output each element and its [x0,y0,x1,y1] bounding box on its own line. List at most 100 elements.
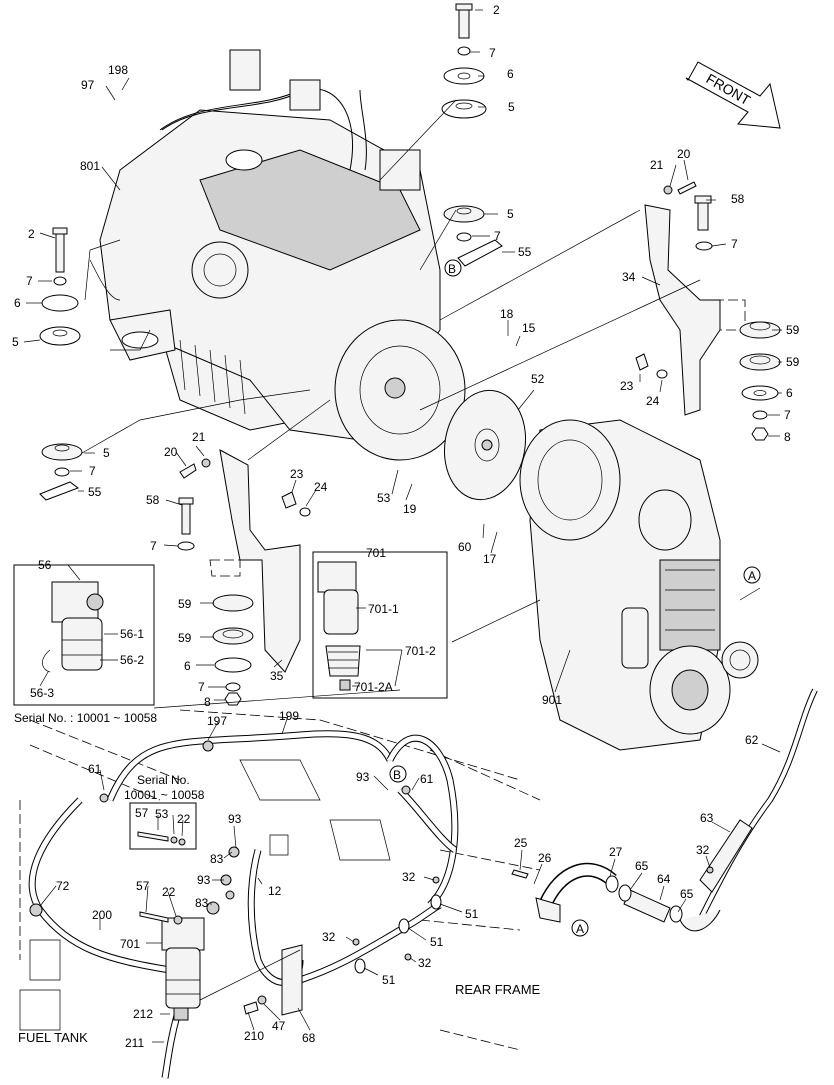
callout: 83 [195,896,209,910]
callout: 5 [508,100,515,114]
marker-a-trans: A [748,569,756,583]
serial-label: Serial No. : 10001 ~ 10058 [14,711,157,725]
callout: 21 [650,158,664,172]
callout: 34 [622,270,636,284]
callout: 6 [786,386,793,400]
callout: 6 [507,67,514,81]
callout: 56 [38,558,52,572]
serial-range-label: 10001 ~ 10058 [124,788,205,802]
callout: 62 [745,733,759,747]
callout: 57 [136,879,150,893]
callout: 55 [518,245,532,259]
callout: 701 [120,937,140,951]
callout: 701-1 [368,602,399,616]
callout: 65 [635,859,649,873]
inset-serial-box [129,802,197,850]
callout: 701 [366,546,386,560]
callout: 212 [133,1007,153,1021]
inset-filter-callouts: 56 56-1 56-2 56-3 Serial No. : 10001 ~ 1… [14,558,157,725]
bracket-68 [281,944,303,1016]
callout: 97 [81,78,95,92]
callout: 701-2A [354,680,393,694]
callout: 210 [244,1029,264,1043]
callout: 20 [677,147,691,161]
callout: 57 [135,806,149,820]
callout: 59 [178,597,192,611]
callout: 5 [103,446,110,460]
callout: 53 [155,807,169,821]
callout: 701-2 [405,644,436,658]
callout: 6 [184,659,191,673]
callout: 27 [609,845,623,859]
callout: 7 [784,408,791,422]
callout: 5 [507,207,514,221]
serial-no-label: Serial No. [137,773,190,787]
callout: 32 [322,930,336,944]
callout: 61 [88,762,102,776]
callout: 26 [538,851,552,865]
callout: 15 [522,321,536,335]
callout: 47 [272,1019,286,1033]
callout: 58 [146,493,160,507]
left-mount-stack [39,227,81,346]
callout: 18 [500,307,514,321]
callout: 23 [290,467,304,481]
callout: 32 [418,956,432,970]
callout: 200 [92,908,112,922]
callout: 23 [620,379,634,393]
callout: 5 [12,335,19,349]
area-labels: FUEL TANK REAR FRAME [18,982,541,1045]
callout: 51 [430,935,444,949]
callout: 59 [786,323,800,337]
callout: 32 [402,870,416,884]
callout: 7 [26,274,33,288]
callout: 61 [420,772,434,786]
leader-lines [23,9,782,1043]
callout: 51 [465,907,479,921]
small-fittings [29,740,714,1015]
fuel-filter-701 [161,917,205,1021]
callout: 22 [177,812,191,826]
callout: 2 [493,3,500,17]
callout: 93 [228,812,242,826]
flex-plate [443,389,527,501]
callout: 93 [197,873,211,887]
inset-filter-56 [13,564,155,706]
callout: 7 [731,237,738,251]
callout: 32 [696,843,710,857]
front-arrow: FRONT [685,61,781,129]
callout: 56-1 [120,627,144,641]
callout: 7 [89,464,96,478]
callout: 6 [14,296,21,310]
callout: 24 [646,394,660,408]
callout: 56-3 [30,686,54,700]
rear-frame-label: REAR FRAME [455,982,541,997]
transmission-assembly [519,419,759,751]
callout: 197 [207,714,227,728]
callout: 55 [88,485,102,499]
callout: 199 [279,709,299,723]
callout: 51 [382,973,396,987]
callout: 59 [786,355,800,369]
reference-markers: B B A A [389,259,761,937]
inset-filter-701 [312,551,448,699]
callout: 83 [210,852,224,866]
inset-701-callouts: 701 701-1 701-2 701-2A [354,546,436,694]
callout: 21 [192,430,206,444]
callout: 7 [150,539,157,553]
top-mount-stack [441,3,487,119]
callout: 65 [680,887,694,901]
callout: 8 [784,430,791,444]
right-mount-stack [443,205,503,267]
callout: 8 [204,695,211,709]
callout: 198 [108,63,128,77]
callout: 20 [164,445,178,459]
chassis-frame [19,709,541,1051]
engine-callouts: 2 7 6 5 198 97 801 2 7 6 5 5 7 55 5 7 55… [12,3,562,707]
callout: 58 [731,192,745,206]
callout: 7 [494,229,501,243]
callout: 19 [403,502,417,516]
callout: 59 [178,631,192,645]
marker-b-fuel: B [393,768,401,782]
